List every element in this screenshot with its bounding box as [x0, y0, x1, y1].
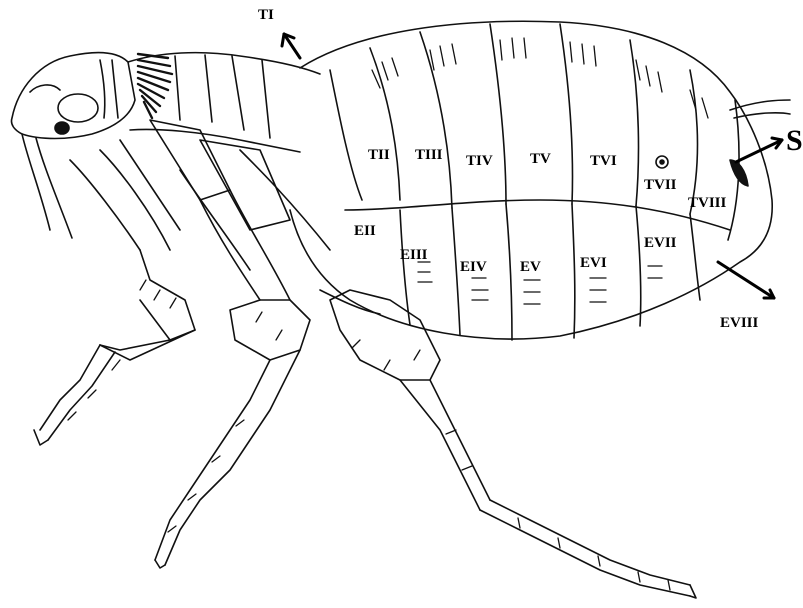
midleg	[155, 190, 310, 568]
label-e6: EVI	[580, 256, 607, 271]
label-t4: TIV	[466, 154, 493, 169]
label-t3: TIII	[415, 148, 443, 163]
arrow-eviii	[718, 262, 774, 298]
label-t7: TVII	[644, 178, 677, 193]
label-t8: TVIII	[688, 196, 726, 211]
label-t2: TII	[368, 148, 390, 163]
label-t5: TV	[530, 152, 551, 167]
leg-spines	[68, 280, 670, 590]
label-e8: EVIII	[720, 316, 758, 331]
arrow-s	[736, 140, 782, 162]
genal-comb	[138, 54, 172, 118]
label-t6: TVI	[590, 154, 617, 169]
label-t1: TI	[258, 8, 274, 23]
label-s: S	[786, 126, 803, 156]
label-e3: EIII	[400, 248, 428, 263]
label-e7: EVII	[644, 236, 677, 251]
label-e4: EIV	[460, 260, 487, 275]
hindleg	[320, 290, 696, 598]
label-e5: EV	[520, 260, 541, 275]
label-e2: EII	[354, 224, 376, 239]
foreleg	[34, 150, 195, 445]
